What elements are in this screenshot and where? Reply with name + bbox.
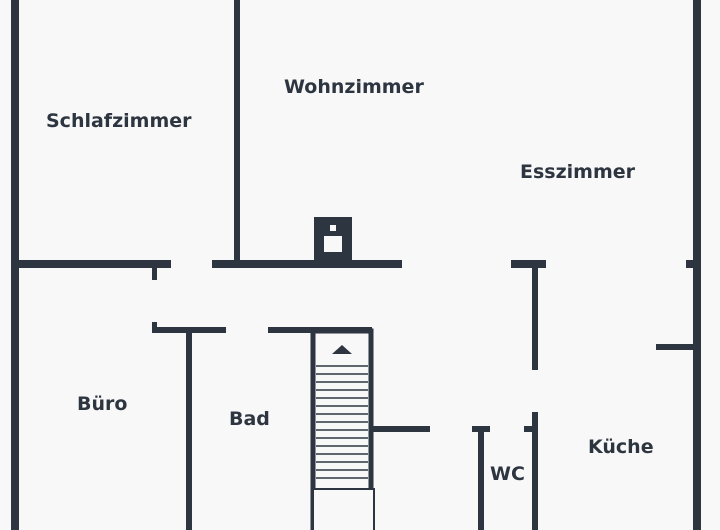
outer-wall-right bbox=[693, 0, 701, 530]
wall-wc-top bbox=[524, 426, 538, 432]
stair-steps bbox=[316, 365, 368, 479]
wall-schlafzimmer-wohnzimmer bbox=[234, 0, 240, 268]
room-label-esszimmer: Esszimmer bbox=[520, 161, 636, 183]
wall-stairs-right bbox=[370, 426, 430, 432]
wall-kueche-right-stub bbox=[656, 344, 696, 350]
stairs-landing bbox=[312, 488, 375, 530]
wall-esszimmer-corridor bbox=[532, 264, 538, 370]
room-label-bad: Bad bbox=[229, 408, 270, 430]
fireplace-icon bbox=[314, 217, 352, 264]
room-label-kueche: Küche bbox=[588, 436, 654, 458]
door-stub-buero-top bbox=[152, 264, 157, 280]
wall-horizontal-right bbox=[511, 260, 546, 268]
room-label-buero: Büro bbox=[77, 393, 128, 415]
room-label-wc: WC bbox=[490, 463, 525, 485]
wall-horizontal-left bbox=[15, 260, 171, 268]
wall-wc-left bbox=[478, 428, 484, 530]
room-label-schlafzimmer: Schlafzimmer bbox=[46, 110, 192, 132]
wall-wc-left-top bbox=[472, 426, 490, 432]
wall-horizontal-mid bbox=[212, 260, 402, 268]
wall-wc-kueche-upper bbox=[532, 412, 538, 432]
staircase bbox=[310, 328, 375, 530]
room-label-wohnzimmer: Wohnzimmer bbox=[284, 76, 424, 98]
stairs-up-arrow-icon bbox=[332, 345, 352, 354]
wall-wc-kueche bbox=[532, 426, 538, 530]
wall-buero-bad bbox=[186, 330, 192, 530]
wall-horizontal-right-stub bbox=[686, 260, 696, 268]
